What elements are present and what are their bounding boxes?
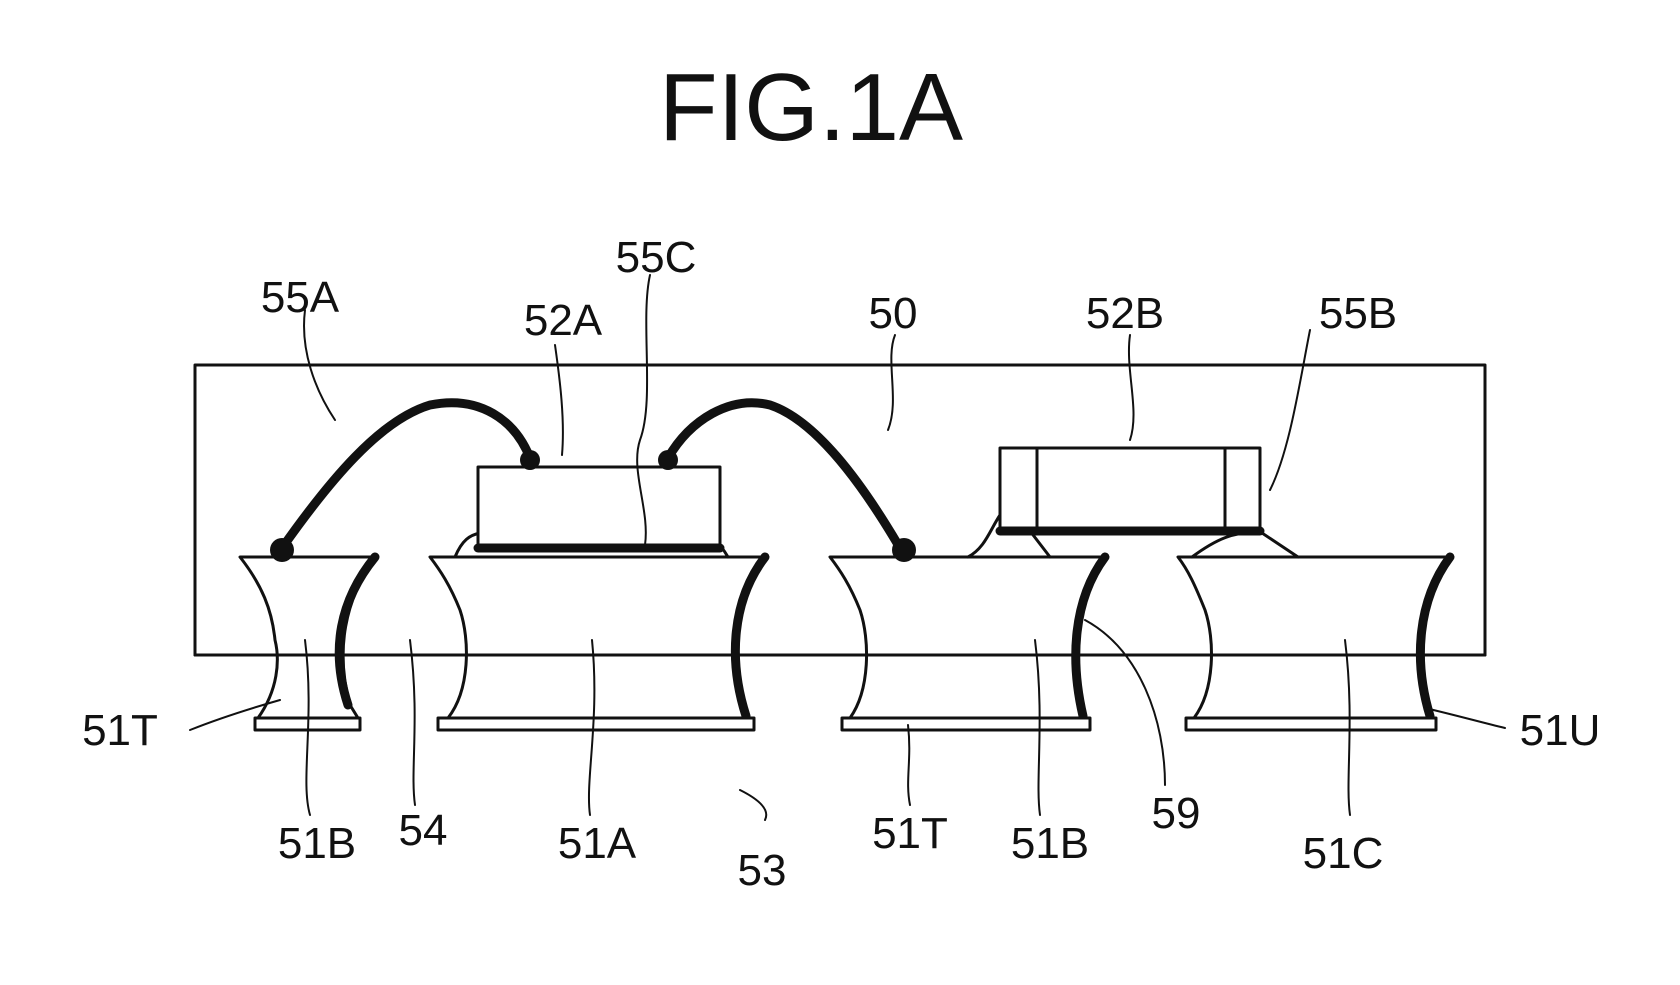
label-51U: 51U — [1520, 706, 1601, 755]
label-50: 50 — [869, 289, 918, 338]
label-54: 54 — [399, 806, 448, 855]
label-55B: 55B — [1319, 289, 1397, 338]
lead-51A — [438, 718, 754, 730]
die-pad-51A — [430, 557, 765, 728]
wire-bond-ball-chip-right — [658, 450, 678, 470]
label-51T-left: 51T — [82, 706, 158, 755]
label-52B: 52B — [1086, 289, 1164, 338]
label-53: 53 — [738, 846, 787, 895]
wire-bond-ball-left — [270, 538, 294, 562]
label-55A: 55A — [261, 273, 340, 322]
label-52A: 52A — [524, 296, 603, 345]
terminal-51B-mid — [830, 557, 1105, 728]
figure-title: FIG.1A — [659, 54, 963, 161]
wire-bond-ball-chip-left — [520, 450, 540, 470]
component-52B — [1000, 448, 1260, 530]
label-51B-left: 51B — [278, 819, 356, 868]
label-51A: 51A — [558, 819, 637, 868]
label-51T-mid: 51T — [872, 809, 948, 858]
chip-52A — [478, 467, 720, 547]
wire-bond-ball-right — [892, 538, 916, 562]
terminal-51C — [1178, 557, 1450, 728]
leader-51T-mid — [908, 725, 910, 805]
label-59: 59 — [1152, 789, 1201, 838]
label-51B-mid: 51B — [1011, 819, 1089, 868]
lead-51B-mid — [842, 718, 1090, 730]
label-55C: 55C — [616, 233, 697, 282]
leader-53 — [740, 790, 766, 820]
lead-51C — [1186, 718, 1436, 730]
leader-54 — [410, 640, 415, 805]
label-51C: 51C — [1303, 829, 1384, 878]
